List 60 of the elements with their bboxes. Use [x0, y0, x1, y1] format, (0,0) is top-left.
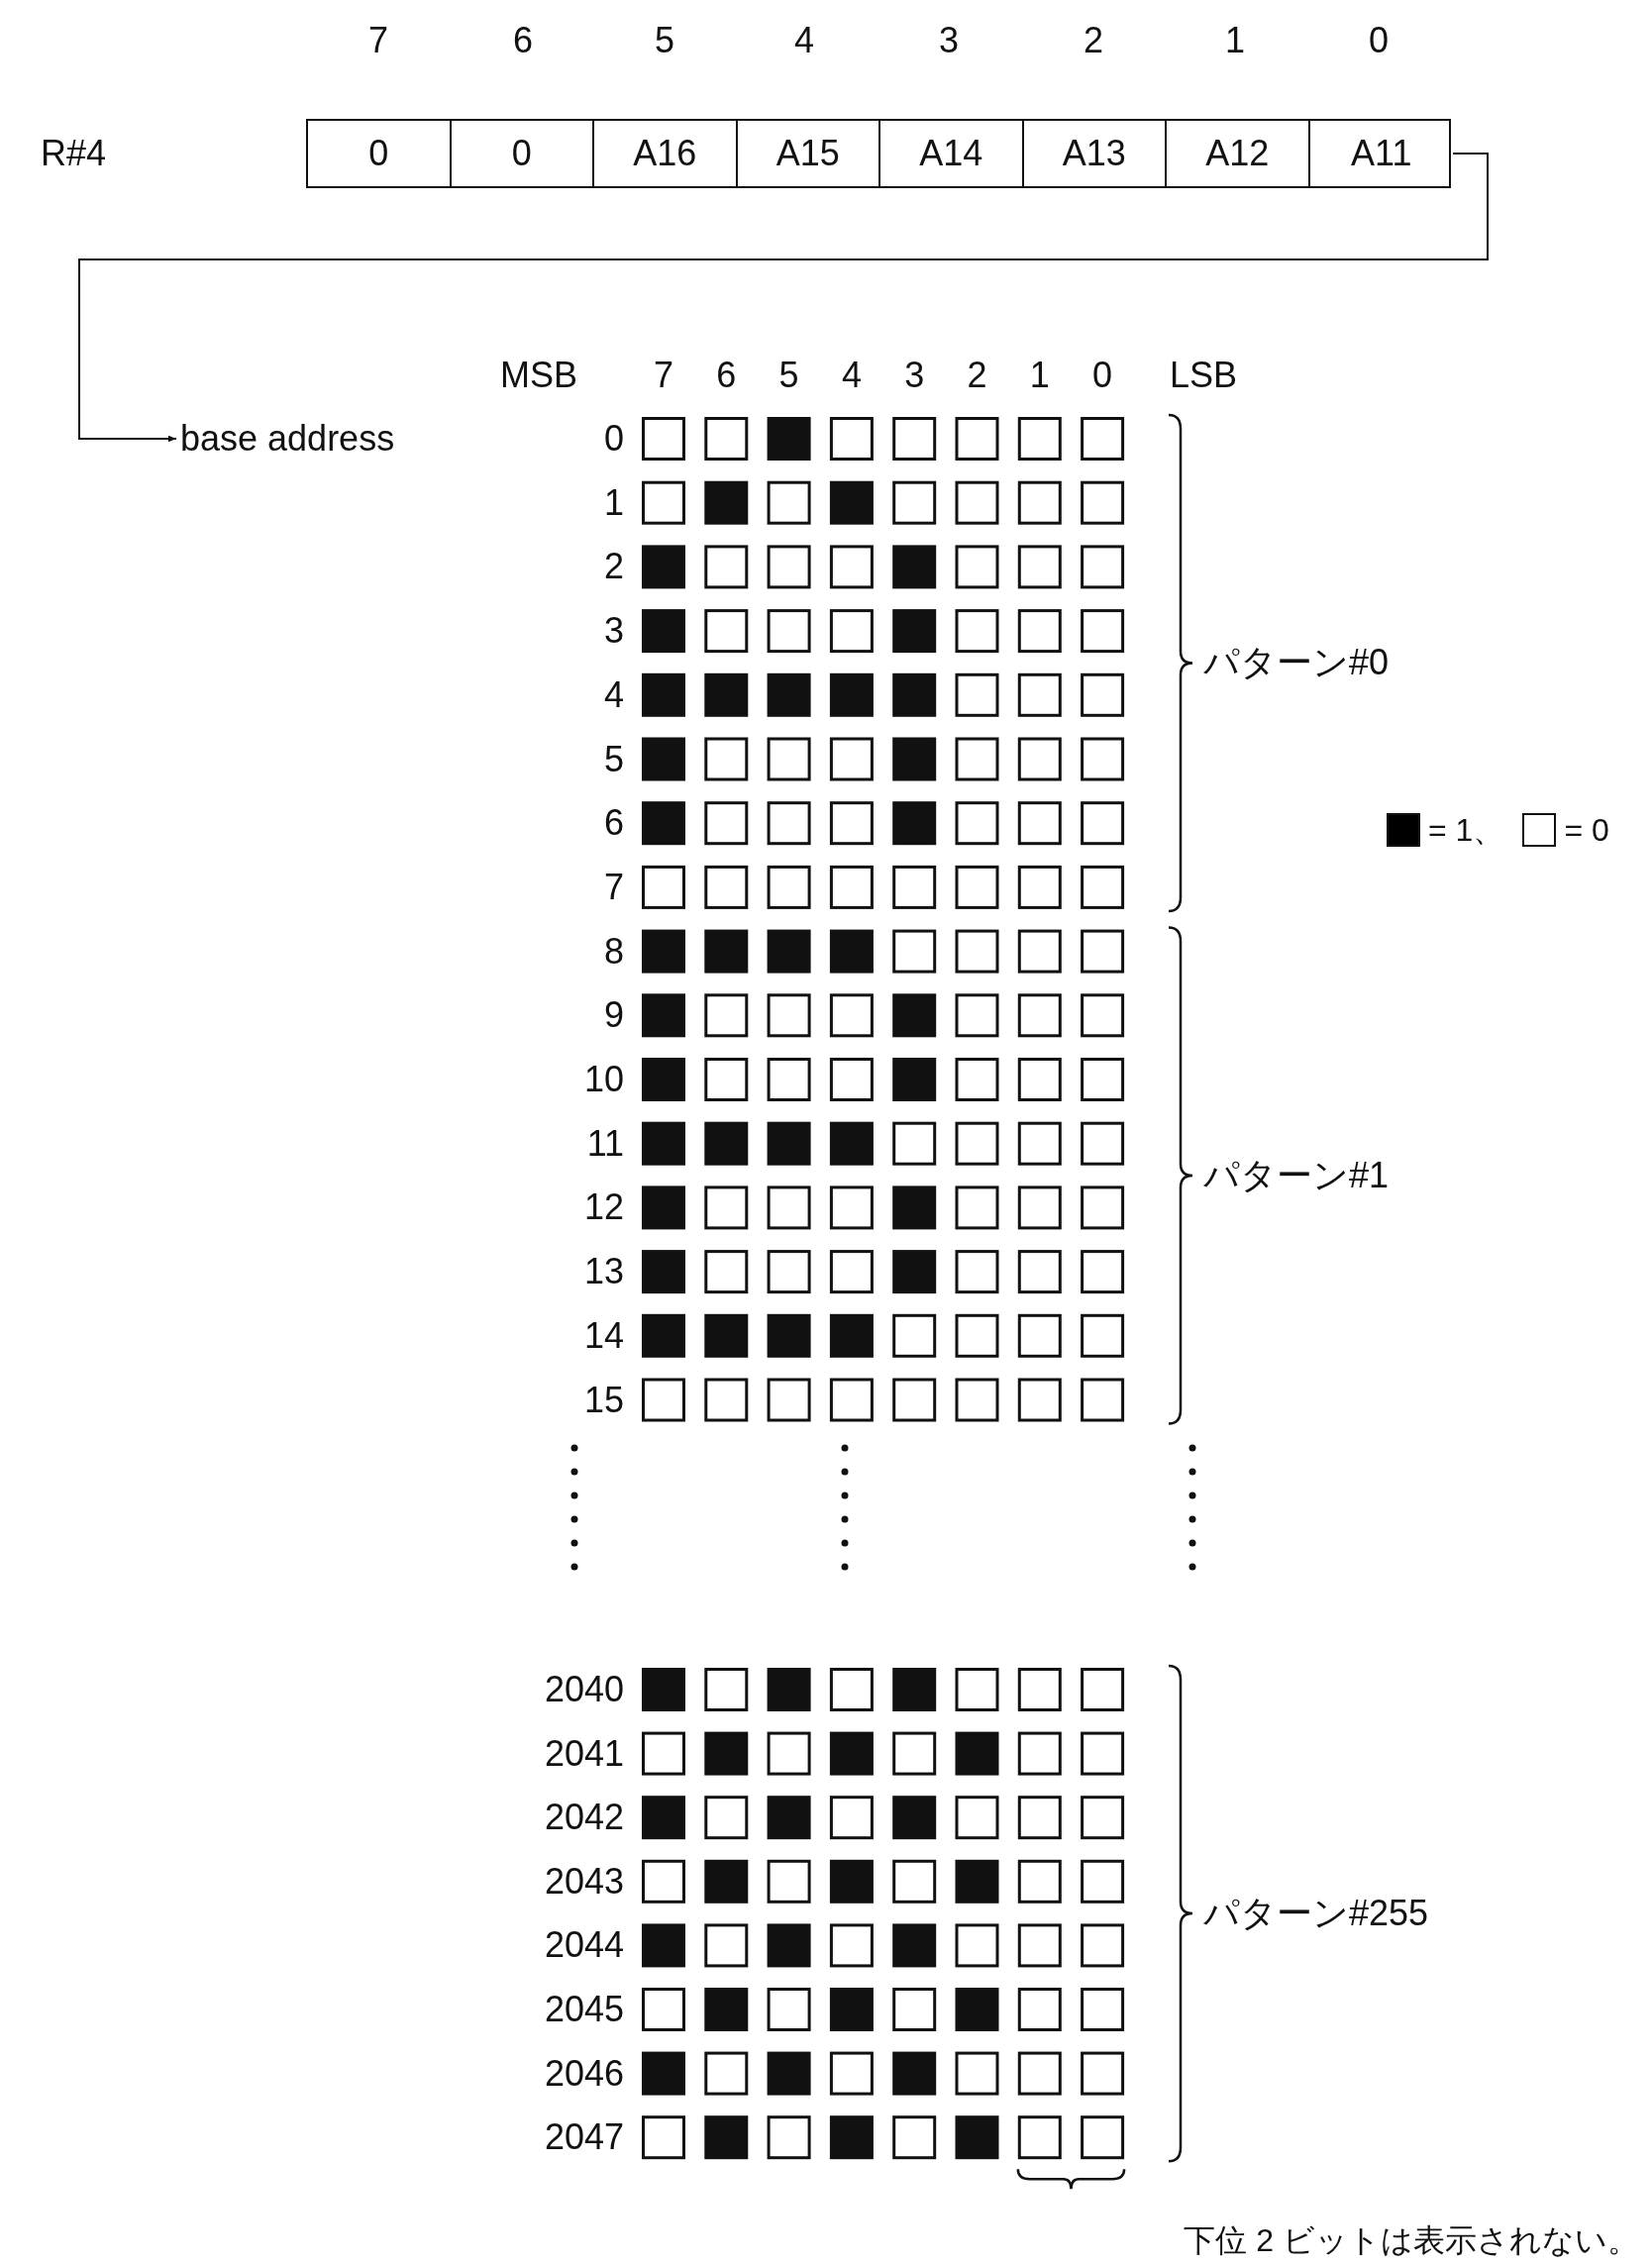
- row-address: 2045: [544, 1992, 624, 2027]
- bit-number: 1: [1225, 23, 1245, 58]
- row-address: 14: [583, 1317, 624, 1354]
- register-bit-cell: A11: [1309, 121, 1453, 186]
- row-address: 13: [583, 1254, 624, 1290]
- register-name: R#4: [41, 136, 107, 171]
- register-box: [306, 119, 1451, 188]
- bit-number: 6: [716, 358, 737, 393]
- bit-number: 7: [368, 23, 388, 58]
- bit-number: 1: [1029, 358, 1050, 393]
- row-address: 8: [603, 933, 624, 970]
- register-bit-cell: A16: [594, 121, 738, 186]
- row-address: 11: [586, 1125, 624, 1162]
- row-address: 2: [603, 549, 624, 585]
- row-address: 15: [583, 1382, 624, 1418]
- base-address-label: base address: [180, 421, 395, 457]
- bit-number: 4: [841, 358, 862, 393]
- register-bit-cell: 0: [451, 121, 594, 186]
- row-address: 0: [603, 421, 624, 457]
- register-bit-cell: A13: [1023, 121, 1167, 186]
- row-address: 6: [603, 805, 624, 842]
- row-address: 2046: [544, 2055, 624, 2092]
- bit-number: 0: [1092, 358, 1113, 393]
- row-address: 4: [603, 676, 624, 713]
- bit-number: 5: [655, 23, 674, 58]
- bit-number: 5: [778, 358, 799, 393]
- row-address: 12: [583, 1189, 624, 1226]
- register-bit-cell: A14: [880, 121, 1024, 186]
- row-address: 2042: [544, 1800, 624, 1836]
- pattern-name: パターン#255: [1203, 1896, 1429, 1932]
- register-bit-cell: 0: [308, 121, 452, 186]
- row-address: 2041: [544, 1735, 624, 1772]
- row-address: 2044: [544, 1927, 624, 1964]
- legend-text: = 0: [1564, 814, 1609, 846]
- row-address: 2040: [544, 1672, 624, 1707]
- msb-label: MSB: [500, 358, 577, 393]
- register-bit-cell: A15: [737, 121, 880, 186]
- bit-number: 6: [513, 23, 533, 58]
- register-bit-cell: A12: [1167, 121, 1310, 186]
- bit-number: 3: [939, 23, 959, 58]
- row-address: 10: [583, 1062, 624, 1097]
- row-address: 9: [603, 997, 624, 1034]
- row-address: 2043: [544, 1863, 624, 1900]
- row-address: 3: [603, 613, 624, 650]
- arrow: [78, 153, 1489, 443]
- row-address: 5: [603, 741, 624, 777]
- bit-number: 4: [794, 23, 814, 58]
- lsb-label: LSB: [1170, 358, 1238, 393]
- bit-number: 2: [1084, 23, 1103, 58]
- footnote: 下位 2 ビットは表示されない。: [1184, 2224, 1639, 2256]
- bit-number: 7: [654, 358, 673, 393]
- row-address: 7: [603, 869, 624, 905]
- bit-number: 3: [904, 358, 925, 393]
- row-address: 1: [603, 484, 624, 521]
- bit-number: 2: [967, 358, 987, 393]
- pattern-name: パターン#1: [1203, 1158, 1390, 1194]
- bit-number: 0: [1369, 23, 1389, 58]
- pattern-name: パターン#0: [1203, 645, 1390, 681]
- row-address: 2047: [544, 2119, 624, 2156]
- legend-text: = 1、: [1428, 814, 1505, 846]
